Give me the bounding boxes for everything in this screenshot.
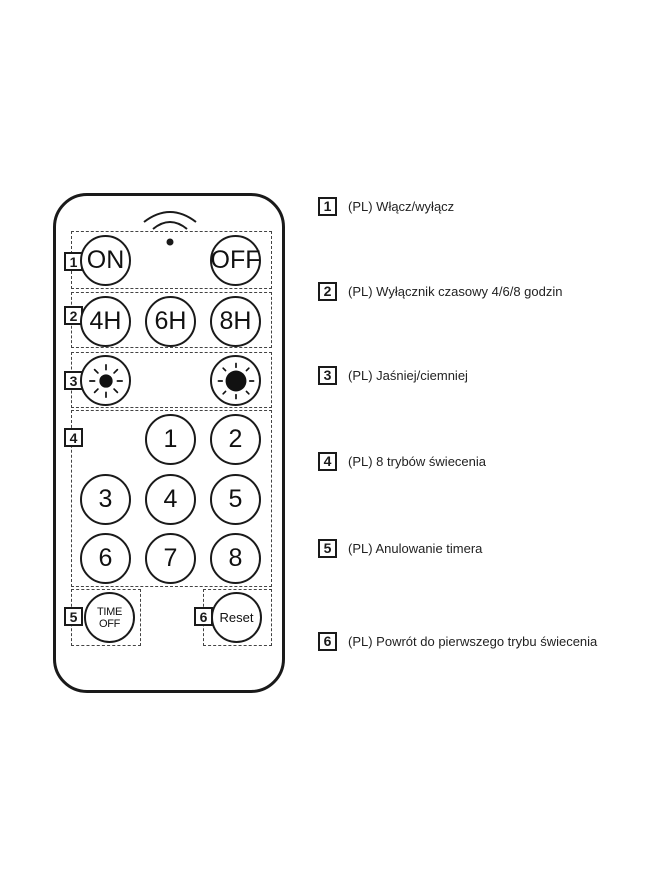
legend-tag: 4 — [318, 451, 337, 471]
legend-item-6: 6 (PL) Powrót do pierwszego trybu świece… — [318, 630, 597, 652]
mode-5-button[interactable]: 5 — [210, 474, 261, 525]
mode-4-button[interactable]: 4 — [145, 474, 196, 525]
mode-6-button[interactable]: 6 — [80, 533, 131, 584]
sun-large-core-icon — [217, 362, 254, 399]
legend-item-4: 4 (PL) 8 trybów świecenia — [318, 450, 486, 472]
time-off-button[interactable]: TIME OFF — [84, 592, 135, 643]
legend-item-5: 5 (PL) Anulowanie timera — [318, 537, 482, 559]
legend-text: (PL) Wyłącznik czasowy 4/6/8 godzin — [348, 283, 563, 299]
legend-item-3: 3 (PL) Jaśniej/ciemniej — [318, 364, 468, 386]
timer-6h-button[interactable]: 6H — [145, 296, 196, 347]
legend-tag: 1 — [318, 196, 337, 216]
legend-item-2: 2 (PL) Wyłącznik czasowy 4/6/8 godzin — [318, 280, 562, 302]
legend-tag: 2 — [318, 281, 337, 301]
mode-2-button[interactable]: 2 — [210, 414, 261, 465]
legend-tag: 3 — [318, 365, 337, 385]
zone-modes — [71, 410, 272, 587]
legend-text: (PL) Anulowanie timera — [348, 540, 483, 556]
zone-tag-5: 5 — [64, 607, 83, 626]
timer-4h-button[interactable]: 4H — [80, 296, 131, 347]
legend-tag: 6 — [318, 631, 337, 651]
timer-8h-button[interactable]: 8H — [210, 296, 261, 347]
brighter-button[interactable] — [80, 355, 131, 406]
mode-1-button[interactable]: 1 — [145, 414, 196, 465]
sun-small-core-icon — [88, 363, 123, 398]
mode-7-button[interactable]: 7 — [145, 533, 196, 584]
legend-tag: 5 — [318, 538, 337, 558]
ir-signal-icon — [143, 211, 197, 246]
legend-text: (PL) 8 trybów świecenia — [348, 453, 486, 469]
off-button[interactable]: OFF — [210, 235, 261, 286]
mode-3-button[interactable]: 3 — [80, 474, 131, 525]
legend-text: (PL) Powrót do pierwszego trybu świeceni… — [348, 633, 598, 649]
legend-text: (PL) Włącz/wyłącz — [348, 198, 455, 214]
zone-tag-4: 4 — [64, 428, 83, 447]
legend-text: (PL) Jaśniej/ciemniej — [348, 367, 468, 383]
on-button[interactable]: ON — [80, 235, 131, 286]
reset-button[interactable]: Reset — [211, 592, 262, 643]
dimmer-button[interactable] — [210, 355, 261, 406]
mode-8-button[interactable]: 8 — [210, 533, 261, 584]
legend-item-1: 1 (PL) Włącz/wyłącz — [318, 195, 454, 217]
